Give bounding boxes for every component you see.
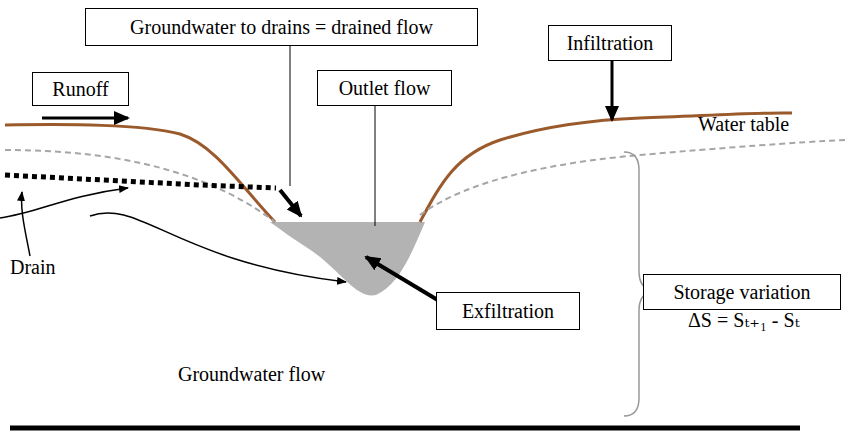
- text-box: Infiltration: [548, 25, 672, 61]
- diagram-label: Drain: [10, 256, 56, 278]
- text-box: Groundwater to drains = drained flow: [85, 8, 478, 46]
- leader-line: [375, 106, 376, 226]
- groundwater-flow-arrow: [90, 213, 346, 282]
- text-box: Runoff: [32, 72, 129, 106]
- box-text: Storage variation: [673, 281, 810, 303]
- water-table-line: [420, 140, 845, 215]
- text-box: Outlet flow: [317, 70, 452, 106]
- runoff-arrow: [42, 117, 128, 120]
- impermeable-base: [10, 426, 800, 431]
- text-box: Storage variation: [643, 274, 841, 310]
- box-text: Exfiltration: [462, 300, 554, 322]
- exfiltration-arrow: [366, 257, 441, 302]
- box-text: Outlet flow: [339, 77, 431, 99]
- diagram-label: Water table: [698, 113, 789, 135]
- text-box: Exfiltration: [436, 292, 580, 330]
- leader-line: [290, 46, 291, 186]
- diagram-label: ΔS = Sₜ₊₁ - Sₜ: [688, 309, 800, 331]
- infiltration-arrow: [611, 61, 614, 120]
- drain-pipe: [5, 175, 276, 188]
- box-text: Infiltration: [567, 32, 654, 54]
- ground-surface: [420, 113, 792, 222]
- leader-line: [22, 192, 30, 256]
- outlet-channel: [270, 222, 425, 295]
- box-text: Groundwater to drains = drained flow: [130, 16, 433, 38]
- water-table-line: [5, 150, 275, 222]
- drained-flow-arrow: [280, 190, 301, 216]
- box-text: Runoff: [52, 78, 108, 100]
- diagram-label: Groundwater flow: [178, 363, 325, 385]
